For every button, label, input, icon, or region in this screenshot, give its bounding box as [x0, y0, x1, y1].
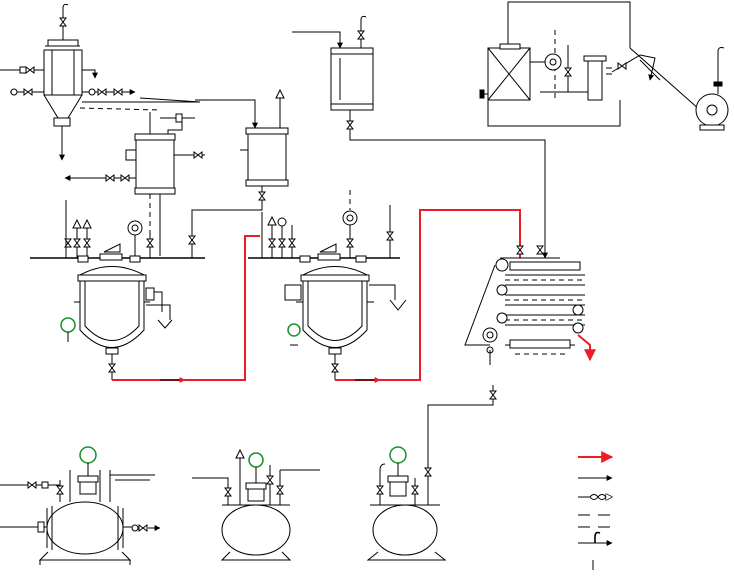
crystallizer-box	[479, 1, 701, 127]
reactor-left	[30, 200, 260, 383]
storage-tank-right	[366, 385, 497, 561]
jacketed-tank-right	[188, 88, 289, 258]
storage-tank-left	[0, 446, 161, 565]
filter-press	[464, 245, 596, 365]
reactor-middle	[248, 190, 524, 383]
legend	[578, 451, 614, 570]
centrifugal-pump	[695, 47, 729, 131]
legend-hook-arrow-line	[578, 531, 613, 570]
top-filter-vessel	[292, 15, 548, 259]
jacketed-tank-small	[64, 112, 205, 256]
legend-infinity-arrow-line	[578, 495, 612, 500]
storage-tank-middle	[192, 448, 320, 561]
condenser-column	[0, 3, 201, 161]
